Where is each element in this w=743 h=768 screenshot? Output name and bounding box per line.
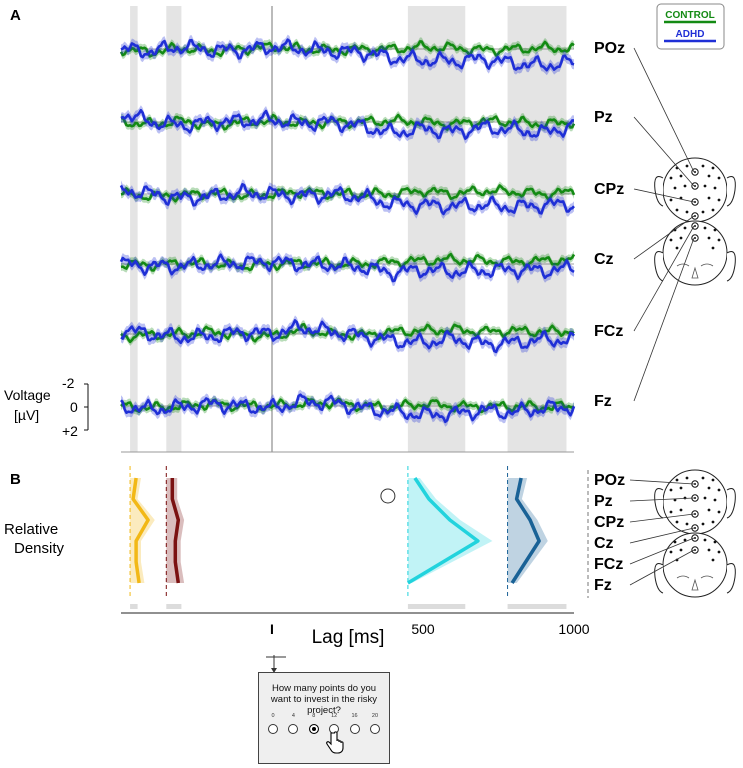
x-tick-500: 500 <box>411 621 435 637</box>
onset-marker <box>266 655 286 673</box>
electrode-label-b-cz: Cz <box>594 535 614 552</box>
task-option-value: 16 <box>351 713 358 719</box>
head-schematic-icon <box>654 157 736 286</box>
shaded-window-marker <box>166 604 182 609</box>
trace-control-cpz <box>120 184 576 203</box>
leader-line <box>629 513 695 523</box>
ci-band-adhd-poz <box>121 34 574 76</box>
trace-adhd-cz <box>119 253 575 283</box>
electrode-label-b-poz: POz <box>594 472 625 489</box>
trace-adhd-poz <box>120 38 575 72</box>
highlight-circle-icon <box>380 488 396 504</box>
task-option-value: 12 <box>331 713 338 719</box>
task-question: How many points do you want to invest in… <box>270 683 378 716</box>
x-tick-0: I <box>270 621 274 637</box>
panel-b-shaded-windows <box>130 604 567 609</box>
voltage-scale: Voltage [µV] -2 0 +2 <box>4 375 89 439</box>
task-options: 0 4 8 12 16 20 <box>265 713 383 739</box>
trace-control-fz <box>120 397 575 414</box>
shaded-window-marker <box>407 604 466 609</box>
density-line <box>131 477 150 584</box>
radio-selected-icon <box>308 724 319 734</box>
trace-adhd-cpz <box>119 183 575 216</box>
task-option-selected[interactable]: 8 <box>306 713 322 739</box>
trace-adhd-pz <box>120 108 574 140</box>
electrode-label-b-cpz: CPz <box>594 514 624 531</box>
density-line <box>510 477 541 584</box>
task-option[interactable]: 4 <box>285 713 301 739</box>
x-tick-1000: 1000 <box>558 621 589 637</box>
leader-line <box>633 225 695 332</box>
panel-a-shaded-windows <box>130 6 567 452</box>
leader-line <box>633 237 695 402</box>
task-option-value: 0 <box>271 713 275 719</box>
electrode-label-cpz: CPz <box>594 181 624 198</box>
legend-adhd-label: ADHD <box>676 29 705 40</box>
legend: CONTROL ADHD <box>656 3 725 50</box>
density-band <box>507 478 548 583</box>
leader-line <box>629 527 695 544</box>
trace-adhd-fcz <box>120 319 576 354</box>
leader-line <box>629 537 695 565</box>
radio-circle-icon <box>349 724 360 734</box>
ci-band-adhd-cz <box>121 249 574 287</box>
voltage-tick-pos2: +2 <box>62 423 78 439</box>
electrode-labels-a: POz Pz CPz Cz FCz Fz <box>594 40 625 410</box>
electrode-label-fcz: FCz <box>594 323 623 340</box>
density-label-line1: Relative <box>4 521 58 538</box>
shaded-window-marker <box>507 604 567 609</box>
x-axis-label: Lag [ms] <box>312 627 385 648</box>
voltage-tick-0: 0 <box>70 399 78 415</box>
task-option[interactable]: 0 <box>265 713 281 739</box>
shaded-window <box>407 6 466 452</box>
leader-line <box>633 116 695 187</box>
electrode-label-b-fcz: FCz <box>594 556 623 573</box>
ci-band-adhd-fz <box>121 389 574 427</box>
electrode-label-poz: POz <box>594 40 625 57</box>
task-option-value: 8 <box>312 713 316 719</box>
shaded-window <box>130 6 138 452</box>
density-line <box>406 477 480 585</box>
radio-circle-icon <box>288 724 299 734</box>
electrode-label-pz: Pz <box>594 109 613 126</box>
erp-traces <box>119 34 576 427</box>
electrode-labels-b: POz Pz CPz Cz FCz Fz <box>594 472 625 594</box>
density-band <box>407 478 493 583</box>
electrode-label-b-pz: Pz <box>594 493 613 510</box>
task-screen: How many points do you want to invest in… <box>258 672 390 764</box>
radio-circle-icon <box>268 724 278 734</box>
leader-line <box>629 479 695 485</box>
voltage-label: Voltage <box>4 387 51 403</box>
shaded-window <box>166 6 182 452</box>
leader-line <box>633 47 695 173</box>
density-profiles <box>129 466 548 598</box>
leader-line <box>633 215 695 260</box>
shaded-window-marker <box>130 604 138 609</box>
voltage-unit-label: [µV] <box>14 407 39 423</box>
shaded-window <box>507 6 567 452</box>
voltage-tick-neg2: -2 <box>62 375 75 391</box>
density-label-line2: Density <box>14 540 65 557</box>
radio-circle-icon <box>369 724 380 734</box>
panel-a-label: A <box>10 7 21 24</box>
electrode-label-b-fz: Fz <box>594 577 612 594</box>
density-line <box>170 478 181 584</box>
x-axis: I 500 1000 Lag [ms] <box>121 451 590 648</box>
head-diagrams <box>629 47 736 598</box>
task-option[interactable]: 16 <box>347 713 363 739</box>
leader-line <box>633 188 695 203</box>
task-option-value: 4 <box>291 713 295 719</box>
head-schematic-icon <box>654 469 736 598</box>
leader-line <box>629 497 695 502</box>
electrode-label-cz: Cz <box>594 251 614 268</box>
trace-adhd-fz <box>120 393 576 424</box>
task-option[interactable]: 20 <box>367 713 383 739</box>
leader-line <box>629 549 695 586</box>
legend-control-label: CONTROL <box>665 10 714 21</box>
panel-b-label: B <box>10 471 21 488</box>
electrode-label-fz: Fz <box>594 393 612 410</box>
pointer-hand-icon <box>326 731 344 754</box>
task-option-value: 20 <box>371 713 379 719</box>
